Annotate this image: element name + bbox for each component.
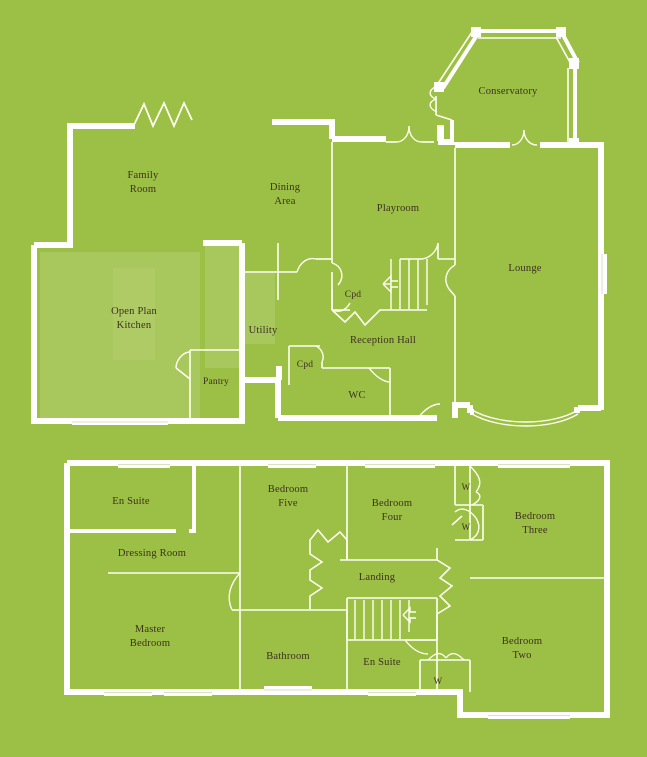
label-master-bedroom-1: Master — [135, 624, 166, 635]
label-conservatory: Conservatory — [479, 86, 539, 97]
label-reception-hall: Reception Hall — [350, 335, 416, 346]
label-bedroom-five-1: Bedroom — [268, 484, 308, 495]
first-floor-bottom-windows — [104, 686, 570, 719]
label-cupboard-upper: Cpd — [345, 290, 361, 300]
label-bedroom-three-2: Three — [522, 525, 548, 536]
label-master-bedroom-2: Bedroom — [130, 638, 170, 649]
first-floor-top-windows — [118, 461, 570, 468]
break-line-zigzag — [132, 100, 193, 129]
label-dressing-room: Dressing Room — [118, 548, 186, 559]
label-en-suite-master: En Suite — [112, 496, 150, 507]
ground-floor-group: Family Room Dining Area Playroom Conserv… — [31, 27, 607, 427]
label-bedroom-five-2: Five — [278, 498, 298, 509]
label-wardrobe-2: W — [462, 522, 471, 532]
first-floor-labels: En Suite Dressing Room Master Bedroom Be… — [112, 482, 555, 686]
label-en-suite-two: En Suite — [363, 657, 401, 668]
conservatory-outline — [429, 27, 580, 148]
kitchen-shading — [40, 243, 275, 420]
lounge-patio-doors — [511, 129, 538, 146]
label-bedroom-three-1: Bedroom — [515, 511, 555, 522]
label-bedroom-four-2: Four — [382, 512, 403, 523]
label-bedroom-four-1: Bedroom — [372, 498, 412, 509]
label-wardrobe-3: W — [434, 676, 443, 686]
label-bedroom-two-1: Bedroom — [502, 636, 542, 647]
ground-floor-windows — [31, 246, 607, 427]
label-wc: WC — [348, 390, 365, 401]
label-cupboard-lower: Cpd — [297, 360, 313, 370]
staircase-ground — [331, 259, 428, 327]
pantry-outline — [175, 349, 240, 420]
label-dining-area-1: Dining — [270, 182, 301, 193]
label-lounge: Lounge — [508, 263, 541, 274]
staircase-first-floor — [346, 597, 438, 641]
label-playroom: Playroom — [377, 203, 419, 214]
label-bathroom: Bathroom — [266, 651, 310, 662]
label-landing: Landing — [359, 572, 396, 583]
first-floor-group: En Suite Dressing Room Master Bedroom Be… — [64, 460, 610, 719]
label-family-room-1: Family — [128, 170, 160, 181]
ground-floor-internal-walls — [242, 142, 456, 419]
label-utility: Utility — [249, 325, 278, 336]
label-kitchen-1: Open Plan — [111, 306, 157, 317]
conservatory-doors — [386, 125, 444, 143]
label-family-room-2: Room — [130, 184, 156, 195]
label-wardrobe-1: W — [462, 482, 471, 492]
label-pantry: Pantry — [203, 377, 229, 387]
ground-floor-labels: Family Room Dining Area Playroom Conserv… — [111, 86, 541, 401]
label-dining-area-2: Area — [274, 196, 295, 207]
label-kitchen-2: Kitchen — [117, 320, 152, 331]
label-bedroom-two-2: Two — [512, 650, 531, 661]
